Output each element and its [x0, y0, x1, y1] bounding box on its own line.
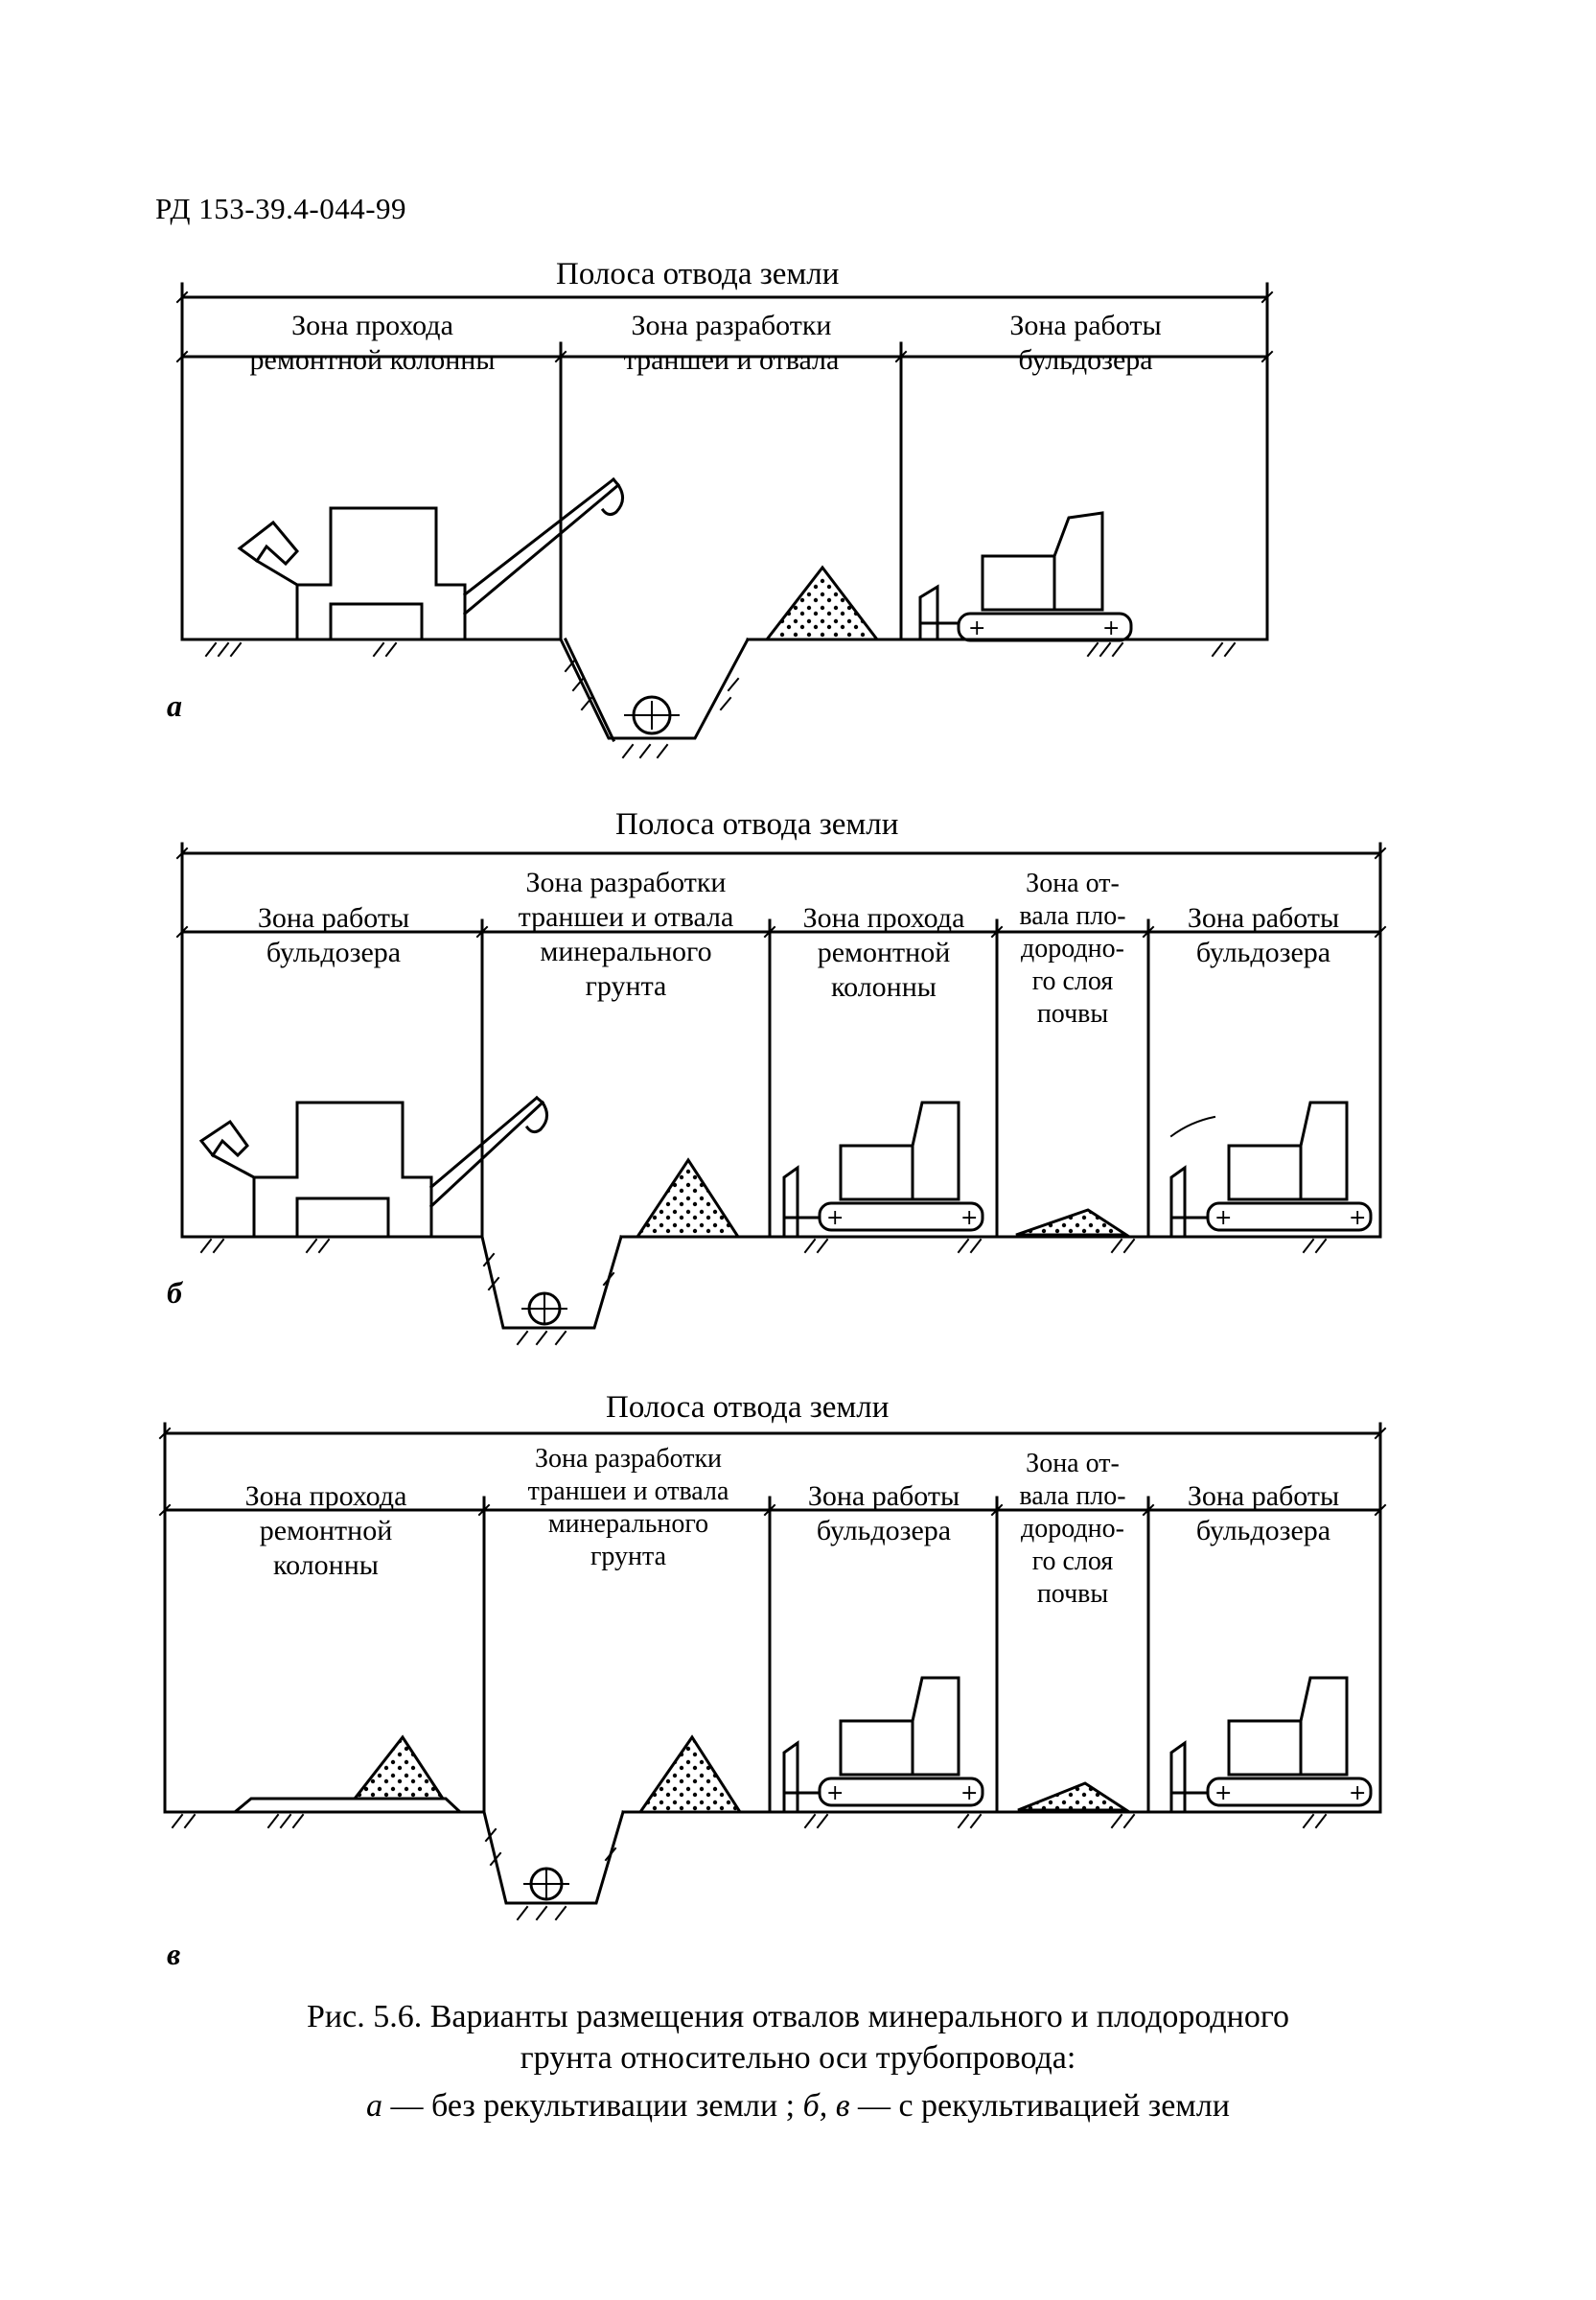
diagram-a-zone-3: Зона работы бульдозера — [1009, 310, 1162, 376]
diagram-b-fertile-pile — [1015, 1208, 1132, 1237]
diagram-a-spoil-pile — [763, 565, 881, 641]
caption-variant-bv: б, в — [802, 2088, 850, 2124]
svg-text:+: + — [1214, 1781, 1232, 1805]
caption-line-2: грунта относительно оси трубопровода: — [520, 2040, 1076, 2076]
svg-text:+: + — [1349, 1781, 1366, 1805]
diagram-v-spoil-pile — [637, 1734, 743, 1814]
diagram-a-crane — [237, 476, 624, 641]
diagram-v-zone-1: Зона прохода ремонтной колонны — [244, 1480, 407, 1581]
caption-variant-a: а — [366, 2088, 382, 2124]
svg-text:+: + — [826, 1781, 844, 1805]
caption-variant-bv-text: — с рекультивацией земли — [849, 2088, 1230, 2124]
diagram-b-zone-3: Зона прохода ремонтной колонны — [802, 902, 965, 1003]
diagram-b-title: Полоса отвода земли — [615, 807, 899, 842]
diagram-v-frame — [158, 1422, 1387, 1921]
diagram-v-fertile-pile-1 — [351, 1734, 446, 1801]
diagram-v-fertile-layer — [230, 1797, 464, 1814]
diagram-v-zone-5: Зона работы бульдозера — [1187, 1480, 1340, 1546]
diagram-v-letter: в — [167, 1937, 181, 1971]
diagram-b-zone-1: Зона работы бульдозера — [257, 902, 410, 968]
diagram-v-zone-3: Зона работы бульдозера — [807, 1480, 960, 1546]
diagram-b-zone-5: Зона работы бульдозера — [1187, 902, 1340, 968]
svg-text:+: + — [960, 1206, 978, 1230]
diagram-b-bulldozer-1: + + — [782, 1101, 984, 1239]
caption-line-1: Рис. 5.6. Варианты размещения отвалов ми… — [307, 1999, 1289, 2034]
diagram-b-frame — [175, 842, 1387, 1346]
diagram-b-zone-4: Зона от- вала пло- дородно- го слоя почв… — [1019, 869, 1126, 1029]
diagram-a-title: Полоса отвода земли — [556, 257, 840, 291]
diagram-v-bulldozer-2: + + — [1169, 1676, 1373, 1814]
svg-text:+: + — [1102, 616, 1120, 640]
diagram-a-letter: а — [167, 688, 182, 723]
diagram-b-zone-2: Зона разработки траншеи и отвала минерал… — [518, 867, 734, 1002]
diagram-b-letter: б — [167, 1275, 182, 1310]
diagram-v-zone-2: Зона разработки траншеи и отвала минерал… — [527, 1444, 729, 1571]
svg-text:+: + — [1214, 1206, 1232, 1230]
diagram-v-zone-4: Зона от- вала пло- дородно- го слоя почв… — [1019, 1449, 1126, 1609]
svg-text:+: + — [968, 616, 985, 640]
diagram-v-fertile-pile-2 — [1017, 1781, 1132, 1812]
svg-text:+: + — [826, 1206, 844, 1230]
diagram-b-bulldozer-2: + + — [1169, 1101, 1373, 1239]
diagram-a-zone-2: Зона разработки траншеи и отвала — [623, 310, 840, 376]
diagram-b-spoil-pile — [635, 1157, 741, 1239]
svg-text:+: + — [960, 1781, 978, 1805]
diagram-a-bulldozer: + + — [918, 511, 1133, 642]
diagram-a-zone-1: Зона прохода ремонтной колонны — [249, 310, 496, 376]
caption-variant-a-text: — без рекультивации земли ; — [382, 2088, 803, 2124]
diagram-v-title: Полоса отвода земли — [606, 1390, 890, 1425]
diagram-a-frame — [175, 282, 1274, 759]
diagram-b-crane — [198, 1095, 548, 1239]
svg-text:+: + — [1349, 1206, 1366, 1230]
document-code: РД 153-39.4-044-99 — [155, 192, 407, 225]
diagram-v-bulldozer-1: + + — [782, 1676, 984, 1814]
caption-line-3: а — без рекультивации земли ; б, в — с р… — [0, 2088, 1596, 2125]
